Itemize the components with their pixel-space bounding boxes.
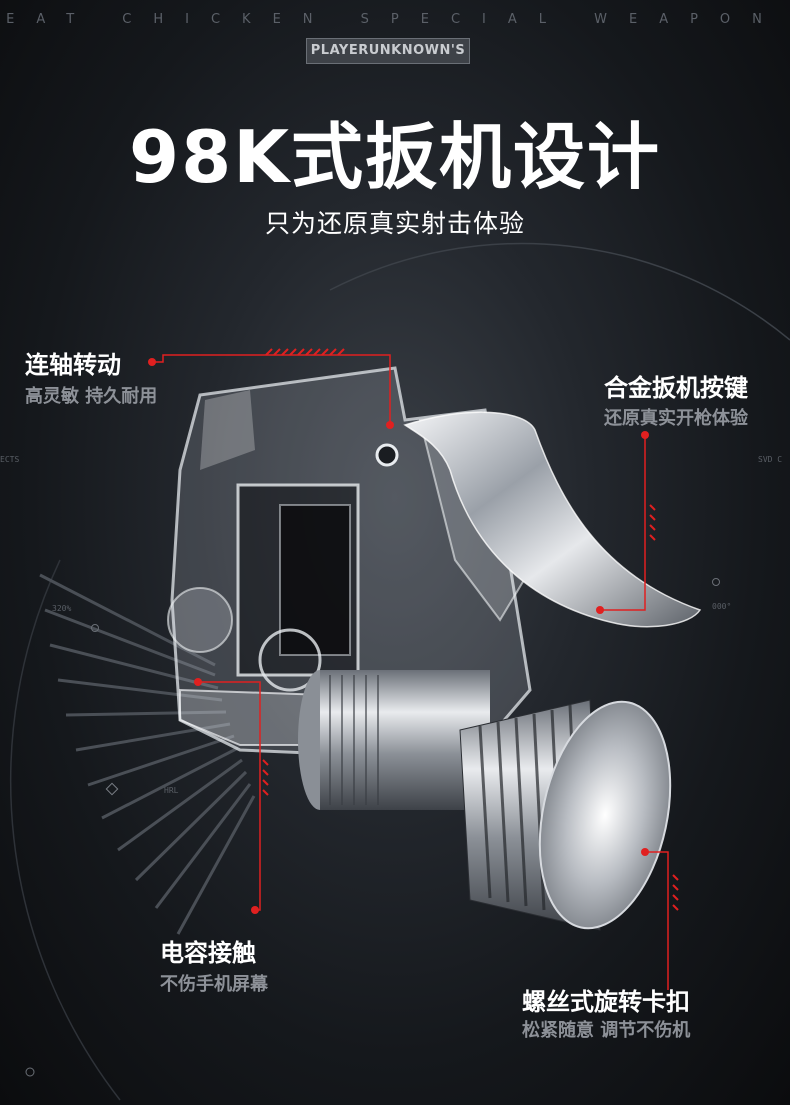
alloy-trigger-blade <box>403 411 702 628</box>
hud-marker: 320% <box>52 604 72 613</box>
feature-title-axle: 连轴转动 <box>25 351 121 379</box>
callout-dots <box>148 358 649 914</box>
header-tagline: EAT CHICKEN SPECIAL WEAPON <box>6 12 784 27</box>
hud-dot-icon <box>712 578 720 586</box>
hud-fan <box>39 573 256 935</box>
feature-subtitle-axle: 高灵敏 持久耐用 <box>25 386 158 407</box>
feature-subtitle-screw: 松紧随意 调节不伤机 <box>522 1020 691 1041</box>
trigger-housing <box>167 366 562 762</box>
hud-marker: HRL <box>164 786 179 795</box>
page-title: 98K式扳机设计 <box>129 115 661 199</box>
hud-label-left: ECTS <box>0 455 20 464</box>
feature-subtitle-trigger: 还原真实开枪体验 <box>604 408 748 429</box>
hud-dot-icon <box>91 624 99 632</box>
hud-arcs <box>9 242 790 1101</box>
feature-title-screw: 螺丝式旋转卡扣 <box>522 988 690 1016</box>
feature-title-trigger: 合金扳机按键 <box>604 374 748 402</box>
screw-clamp <box>298 670 672 931</box>
hud-dot-icon <box>25 1067 35 1077</box>
feature-subtitle-capacitive: 不伤手机屏幕 <box>160 974 268 995</box>
callout-hatches <box>262 348 679 911</box>
page-subtitle: 只为还原真实射击体验 <box>264 209 525 238</box>
hud-marker: 000° <box>712 602 732 611</box>
hud-label-right: SVD C <box>758 455 783 464</box>
brand-logo: PLAYERUNKNOWN'S <box>306 38 470 64</box>
feature-title-capacitive: 电容接触 <box>160 939 256 967</box>
hud-diamond-icon <box>105 782 119 796</box>
